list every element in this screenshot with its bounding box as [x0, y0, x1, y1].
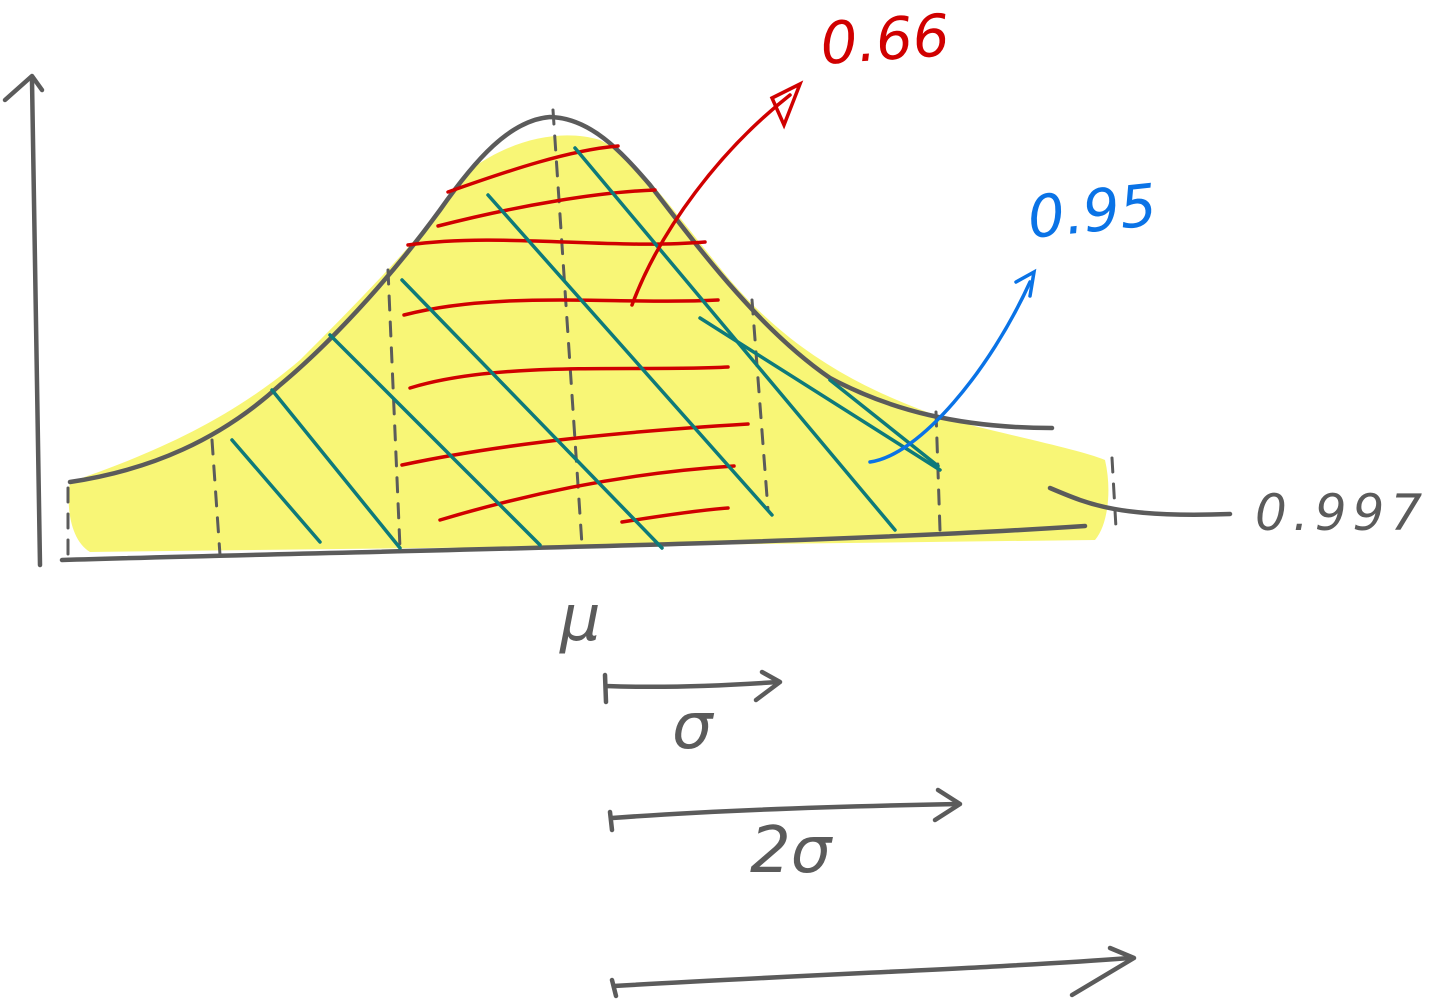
- label-0-66: 0.66: [818, 1, 952, 78]
- y-axis: [29, 77, 43, 568]
- y-axis-arrowhead: [2, 73, 45, 103]
- label-two-sigma: 2σ: [750, 814, 834, 888]
- arrow-95: [868, 280, 1032, 464]
- label-0-997: 0.997: [1255, 484, 1428, 542]
- minus-2-sigma-line: [210, 438, 222, 557]
- x-axis: [59, 523, 1088, 563]
- sigma-span-arrowhead: [753, 669, 783, 703]
- hatch-teal-95: [230, 146, 942, 550]
- plus-1-sigma-line: [750, 298, 770, 512]
- arrow-95-head: [1014, 268, 1037, 298]
- sigma-span-arrow: [602, 672, 781, 705]
- label-sigma: σ: [672, 690, 715, 764]
- plus-3-sigma-line: [1110, 456, 1118, 530]
- arrow-66-head: [769, 80, 804, 130]
- bell-curve: [67, 114, 1055, 485]
- minus-1-sigma-line: [386, 268, 402, 550]
- two-sigma-span-arrow: [607, 801, 961, 833]
- mean-line: [551, 108, 584, 547]
- three-sigma-span-arrow: [609, 955, 1133, 999]
- pointer-997: [1047, 485, 1233, 517]
- label-mu: μ: [559, 582, 601, 656]
- two-sigma-span-arrowhead: [932, 787, 963, 823]
- arrow-66: [630, 93, 792, 307]
- area-highlight-997: [68, 135, 1109, 552]
- three-sigma-span-arrowhead: [1069, 945, 1137, 998]
- plus-2-sigma-line: [934, 410, 942, 532]
- label-0-95: 0.95: [1024, 171, 1160, 252]
